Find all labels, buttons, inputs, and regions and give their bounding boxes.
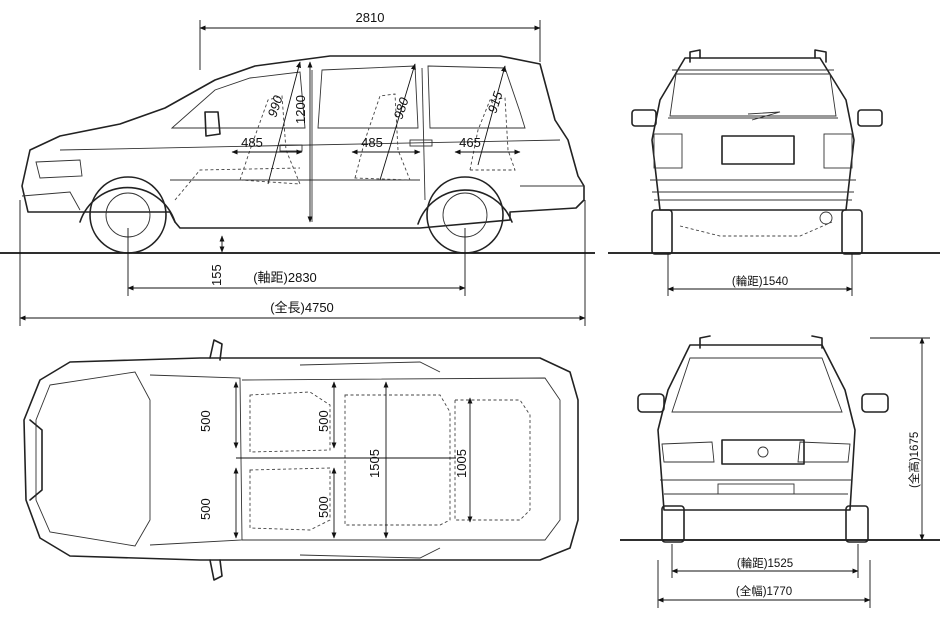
top-view: 500 500 500 500 1505 1005	[23, 339, 579, 581]
rear-wheel-arch	[417, 189, 513, 225]
overall-length-label: (全長)4750	[270, 300, 334, 315]
wheelbase-label: (軸距)2830	[253, 270, 317, 285]
side-body-outline	[21, 55, 585, 229]
seat-width-1-label: 500	[198, 410, 213, 432]
cabin-width-label: 1505	[367, 449, 382, 478]
front-diagonal-label: 990	[265, 93, 286, 119]
front-left-mirror	[637, 393, 665, 413]
front-wheel-arch	[79, 186, 176, 223]
side-mirror	[204, 111, 221, 137]
middle-seat-depth-label: 485	[361, 135, 383, 150]
middle-window	[317, 65, 419, 129]
front-seat-depth-label: 485	[241, 135, 263, 150]
front-view: (全高)1675 (輪距)1525 (全幅)1770	[620, 335, 940, 608]
rear-left-mirror	[631, 109, 657, 127]
rear-right-mirror	[857, 109, 883, 127]
roof-length-label: 2810	[356, 10, 385, 25]
seat-width-2-label: 500	[198, 498, 213, 520]
headlight	[35, 159, 83, 179]
top-left-mirror	[209, 339, 223, 361]
overall-width-label: (全幅)1770	[736, 584, 792, 598]
rear-tread-label: (輪距)1540	[732, 274, 788, 288]
rear-body-outline	[651, 57, 855, 211]
third-row-diagonal-label: 915	[485, 89, 506, 115]
front-tread-label: (輪距)1525	[737, 556, 793, 570]
front-right-tire	[845, 505, 869, 543]
front-right-mirror	[861, 393, 889, 413]
rear-diagonal-label: 980	[391, 95, 412, 121]
rear-left-tire	[651, 209, 673, 255]
front-body-outline	[657, 344, 856, 511]
seat-width-3-label: 500	[316, 410, 331, 432]
seat-width-4-label: 500	[316, 496, 331, 518]
license-plate	[721, 135, 795, 165]
hood	[35, 371, 151, 547]
side-view: 2810 990 1200 980 915 485 485 465 155 (軸…	[0, 10, 595, 326]
rear-right-tire	[841, 209, 863, 255]
rear-width-label: 1005	[454, 449, 469, 478]
front-height-label: 1200	[293, 95, 308, 124]
grille	[721, 439, 805, 465]
rear-windshield	[669, 73, 837, 117]
top-body-outline	[23, 357, 579, 561]
overall-height-label: (全高)1675	[907, 432, 921, 488]
rear-seat-depth-label: 465	[459, 135, 481, 150]
front-windshield	[671, 357, 843, 413]
front-left-tire	[661, 505, 685, 543]
ground-clearance-label: 155	[209, 264, 224, 286]
top-right-mirror	[209, 559, 223, 581]
front-right-headlight	[797, 441, 851, 463]
front-left-headlight	[661, 441, 715, 463]
rear-view: (輪距)1540	[608, 49, 940, 296]
rear-window	[427, 65, 526, 129]
